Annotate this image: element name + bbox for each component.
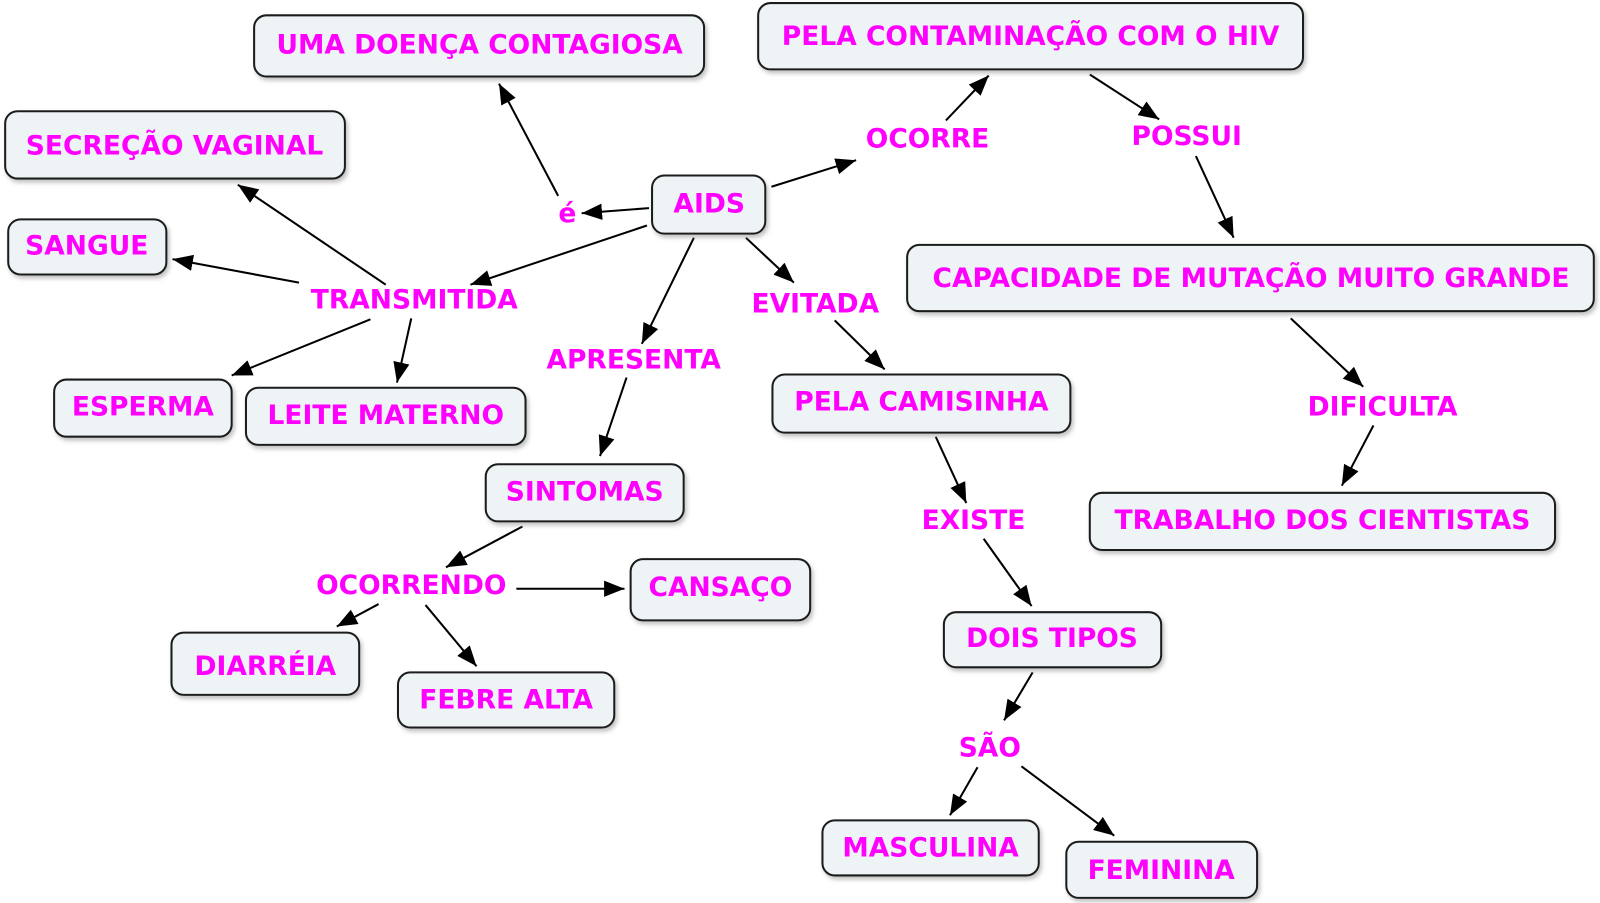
arrow-transmitida-to-esperma: [231, 318, 371, 377]
concept-label: PELA CAMISINHA: [794, 387, 1049, 418]
arrow-aids-to-e: [581, 203, 650, 220]
concept-label: LEITE MATERNO: [267, 400, 504, 431]
concept-capacidade-mutacao: CAPACIDADE DE MUTAÇÃO MUITO GRANDE: [906, 243, 1595, 313]
arrow-transmitida-to-secrecao: [237, 183, 387, 286]
concept-pela-camisinha: PELA CAMISINHA: [771, 373, 1072, 434]
concept-diarreia: DIARRÉIA: [170, 631, 361, 696]
concept-label: CANSAÇO: [649, 572, 793, 603]
arrow-evitada-to-camisinha: [833, 319, 886, 371]
concept-label: AIDS: [673, 189, 745, 220]
link-dificulta: DIFICULTA: [1308, 392, 1458, 423]
concept-label: FEMININA: [1088, 855, 1236, 886]
arrow-transmitida-to-leite: [393, 318, 413, 383]
arrow-aids-to-ocorre: [771, 158, 857, 188]
concept-sintomas: SINTOMAS: [484, 463, 685, 523]
arrow-aids-to-apresenta: [640, 237, 695, 345]
arrow-sao-to-masculina: [949, 766, 979, 816]
concept-dois-tipos: DOIS TIPOS: [942, 611, 1163, 669]
link-existe: EXISTE: [922, 505, 1026, 536]
concept-label: UMA DOENÇA CONTAGIOSA: [276, 29, 683, 60]
arrow-sintomas-to-ocorrendo: [445, 525, 523, 569]
concept-cansaco: CANSAÇO: [629, 558, 812, 622]
link-transmitida: TRANSMITIDA: [311, 284, 519, 315]
link-evitada: EVITADA: [752, 289, 880, 320]
link-sao: SÃO: [959, 731, 1021, 763]
concept-febre-alta: FEBRE ALTA: [396, 671, 616, 729]
concept-secrecao-vaginal: SECREÇÃO VAGINAL: [4, 110, 346, 180]
concept-label: CAPACIDADE DE MUTAÇÃO MUITO GRANDE: [933, 262, 1570, 294]
concept-trabalho-cientistas: TRABALHO DOS CIENTISTAS: [1088, 491, 1557, 551]
arrow-ocorre-to-contaminacao: [945, 74, 990, 122]
arrow-existe-to-dois-tipos: [982, 538, 1033, 607]
concept-label: FEBRE ALTA: [419, 684, 593, 715]
arrow-possui-to-capacidade: [1194, 155, 1235, 239]
concept-sangue: SANGUE: [7, 218, 168, 276]
concept-feminina: FEMININA: [1065, 840, 1259, 899]
concept-label: MASCULINA: [842, 832, 1019, 863]
arrow-dificulta-to-trabalho: [1340, 425, 1375, 487]
arrow-ocorrendo-to-febre: [424, 604, 478, 667]
link-apresenta: APRESENTA: [546, 345, 721, 376]
arrow-sao-to-feminina: [1020, 765, 1115, 837]
arrow-dois-tipos-to-sao: [1003, 671, 1034, 721]
arrow-ocorrendo-to-diarreia: [336, 603, 380, 628]
concept-label: ESPERMA: [72, 392, 215, 423]
concept-aids: AIDS: [651, 174, 767, 235]
arrow-e-to-doenca-contagiosa: [498, 83, 560, 197]
concept-leite-materno: LEITE MATERNO: [244, 386, 527, 446]
arrow-apresenta-to-sintomas: [598, 377, 628, 457]
arrow-transmitida-to-sangue: [172, 254, 300, 284]
concept-doenca-contagiosa: UMA DOENÇA CONTAGIOSA: [253, 14, 706, 78]
arrows: [172, 73, 1375, 837]
arrow-aids-to-transmitida: [470, 224, 648, 286]
link-e: é: [558, 198, 576, 229]
concept-esperma: ESPERMA: [53, 378, 233, 438]
arrow-capacidade-to-dificulta: [1290, 317, 1364, 388]
concept-label: TRABALHO DOS CIENTISTAS: [1114, 505, 1530, 536]
link-ocorre: OCORRE: [866, 123, 990, 154]
arrow-aids-to-evitada: [745, 236, 795, 284]
concept-label: SINTOMAS: [506, 476, 664, 507]
concept-label: SECREÇÃO VAGINAL: [26, 129, 324, 161]
concept-label: DOIS TIPOS: [966, 623, 1138, 654]
concept-label: DIARRÉIA: [194, 650, 336, 682]
arrow-contaminacao-to-possui: [1089, 73, 1160, 121]
concept-label: SANGUE: [25, 230, 148, 261]
link-possui: POSSUI: [1132, 121, 1242, 152]
concept-contaminacao-hiv: PELA CONTAMINAÇÃO COM O HIV: [757, 2, 1305, 71]
concept-label: PELA CONTAMINAÇÃO COM O HIV: [782, 20, 1280, 52]
link-ocorrendo: OCORRENDO: [316, 570, 506, 601]
arrow-camisinha-to-existe: [934, 436, 968, 504]
concept-masculina: MASCULINA: [821, 819, 1040, 877]
